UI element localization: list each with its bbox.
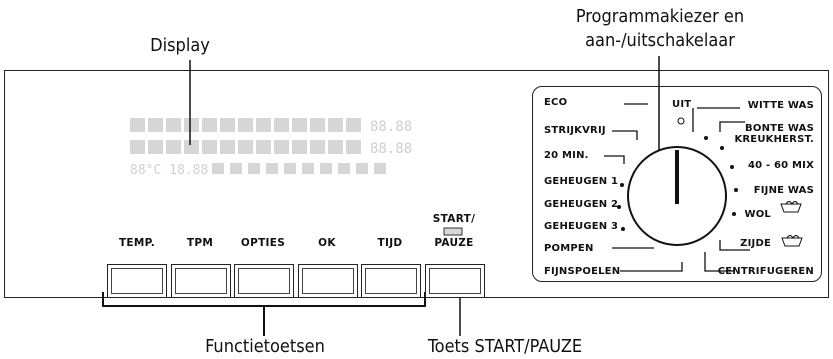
lcd-digits-bottom: 88°C 18.88 xyxy=(130,163,208,178)
program-bonte-was: BONTE WAS xyxy=(745,123,814,134)
wool-icon xyxy=(780,201,802,213)
start-indicator-led xyxy=(443,227,463,236)
opties-button[interactable] xyxy=(234,264,294,298)
tpm-button[interactable] xyxy=(171,264,231,298)
button-label-opties: OPTIES xyxy=(240,237,286,249)
program-geheugen-1: GEHEUGEN 1 xyxy=(544,176,619,187)
program-fijnspoelen: FIJNSPOELEN xyxy=(544,266,621,277)
start-pauze-button[interactable] xyxy=(425,264,485,298)
program-geheugen-3: GEHEUGEN 3 xyxy=(544,221,619,232)
program-centrifugeren: CENTRIFUGEREN xyxy=(717,266,814,277)
lcd-digits-top2: 88.88 xyxy=(370,141,412,157)
start-label-line1: START/ xyxy=(432,213,476,225)
program-pompen: POMPEN xyxy=(544,243,594,254)
lcd-row-1 xyxy=(130,118,361,132)
lcd-row-2 xyxy=(130,140,361,154)
program-selector-panel xyxy=(532,86,822,282)
lcd-icon-row xyxy=(212,163,386,174)
button-label-temp: TEMP. xyxy=(118,237,156,249)
start-key-callout: Toets START/PAUZE xyxy=(427,336,583,357)
program-20-min: 20 MIN. xyxy=(544,150,589,161)
start-label-line2: PAUZE xyxy=(434,237,474,249)
program-fijne-was: FIJNE WAS xyxy=(753,185,814,196)
program-dial[interactable] xyxy=(627,146,727,246)
program-eco: ECO xyxy=(544,97,568,108)
tijd-button[interactable] xyxy=(361,264,421,298)
function-keys-callout: Functietoetsen xyxy=(205,336,325,357)
off-indicator-icon xyxy=(677,117,685,125)
selector-callout-line2: aan-/uitschakelaar xyxy=(585,30,735,51)
display-callout: Display xyxy=(150,35,210,56)
program-witte-was: WITTE WAS xyxy=(747,100,814,111)
button-label-tijd: TIJD xyxy=(377,237,403,249)
function-keys-bracket xyxy=(102,292,426,336)
program-zijde: ZIJDE xyxy=(740,238,771,249)
program-geheugen-2: GEHEUGEN 2 xyxy=(544,199,619,210)
ok-button[interactable] xyxy=(298,264,358,298)
program-40-60-mix: 40 - 60 MIX xyxy=(747,160,814,171)
program-kreukherst: KREUKHERST. xyxy=(734,134,814,145)
button-label-ok: OK xyxy=(318,237,336,249)
lcd-digits-top1: 88.88 xyxy=(370,119,412,135)
silk-icon xyxy=(781,235,803,247)
program-uit: UIT xyxy=(672,99,692,110)
button-label-tpm: TPM xyxy=(186,237,214,249)
program-wol: WOL xyxy=(744,209,771,220)
temp-button[interactable] xyxy=(107,264,167,298)
selector-callout-line1: Programmakiezer en xyxy=(575,6,745,27)
program-strijkvrij: STRIJKVRIJ xyxy=(544,125,606,136)
